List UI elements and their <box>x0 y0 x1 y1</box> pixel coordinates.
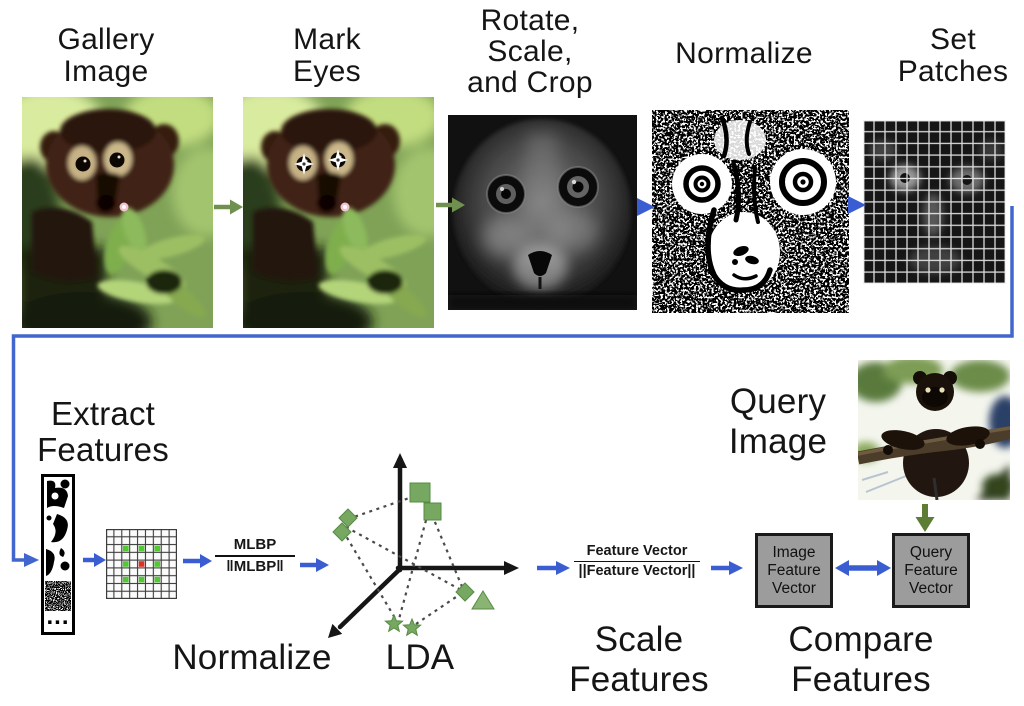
step-label-normalize: Normalize <box>675 37 813 70</box>
cropped-face-image <box>448 115 637 310</box>
step-label-rotate-scale-crop: Rotate, Scale, and Crop <box>467 4 593 99</box>
lda-scatter-markers <box>332 482 495 637</box>
green-right-arrow-icon <box>214 199 243 215</box>
eye-mark-star-icon <box>294 149 348 175</box>
label-query-image: Query Image <box>728 382 828 461</box>
step-label-extract-features: Extract Features <box>37 395 169 468</box>
lda-axes <box>337 463 509 630</box>
label-lda: LDA <box>385 638 455 677</box>
mlbp-normalization-fraction: MLBP ‖MLBP‖ <box>211 536 299 576</box>
query-image-photo <box>858 360 1010 500</box>
label-normalize-features: Normalize <box>172 638 332 677</box>
blue-right-arrow-icon <box>300 558 329 572</box>
lda-plot <box>328 453 519 638</box>
feature-vector-numerator: Feature Vector <box>586 543 688 559</box>
patch-grid-image <box>863 120 1006 284</box>
fraction-bar <box>574 561 700 562</box>
query-feature-vector-box: Query Feature Vector <box>892 533 970 608</box>
gallery-image-photo <box>22 97 213 328</box>
blue-right-arrow-icon <box>537 561 570 575</box>
lemur-eyes <box>486 166 599 214</box>
step-label-gallery-image: Gallery Image <box>57 23 155 88</box>
lda-cluster-links <box>342 493 465 625</box>
label-scale-features: Scale Features <box>569 620 709 699</box>
mlbp-neighborhood-grid <box>106 529 177 599</box>
image-feature-vector-box: Image Feature Vector <box>755 533 833 608</box>
blue-right-arrow-icon <box>83 553 106 567</box>
feature-vector-denominator: ||Feature Vector|| <box>578 563 696 579</box>
label-compare-features: Compare Features <box>788 620 934 699</box>
marked-eyes-photo <box>243 97 434 328</box>
double-headed-arrow-icon <box>835 560 891 576</box>
mlbp-numerator: MLBP <box>233 536 277 553</box>
fraction-bar <box>215 555 295 557</box>
green-down-arrow-icon <box>915 504 935 532</box>
blue-right-arrow-icon <box>183 554 212 568</box>
mlbp-denominator: ‖MLBP‖ <box>226 558 284 575</box>
step-label-set-patches: Set Patches <box>897 23 1009 88</box>
step-label-mark-eyes: Mark Eyes <box>293 23 361 88</box>
feature-vector-fraction: Feature Vector ||Feature Vector|| <box>567 543 707 580</box>
blue-right-arrow-icon <box>711 561 743 575</box>
normalized-face-image <box>652 110 849 313</box>
feature-strip-ellipsis: ... <box>46 603 70 630</box>
